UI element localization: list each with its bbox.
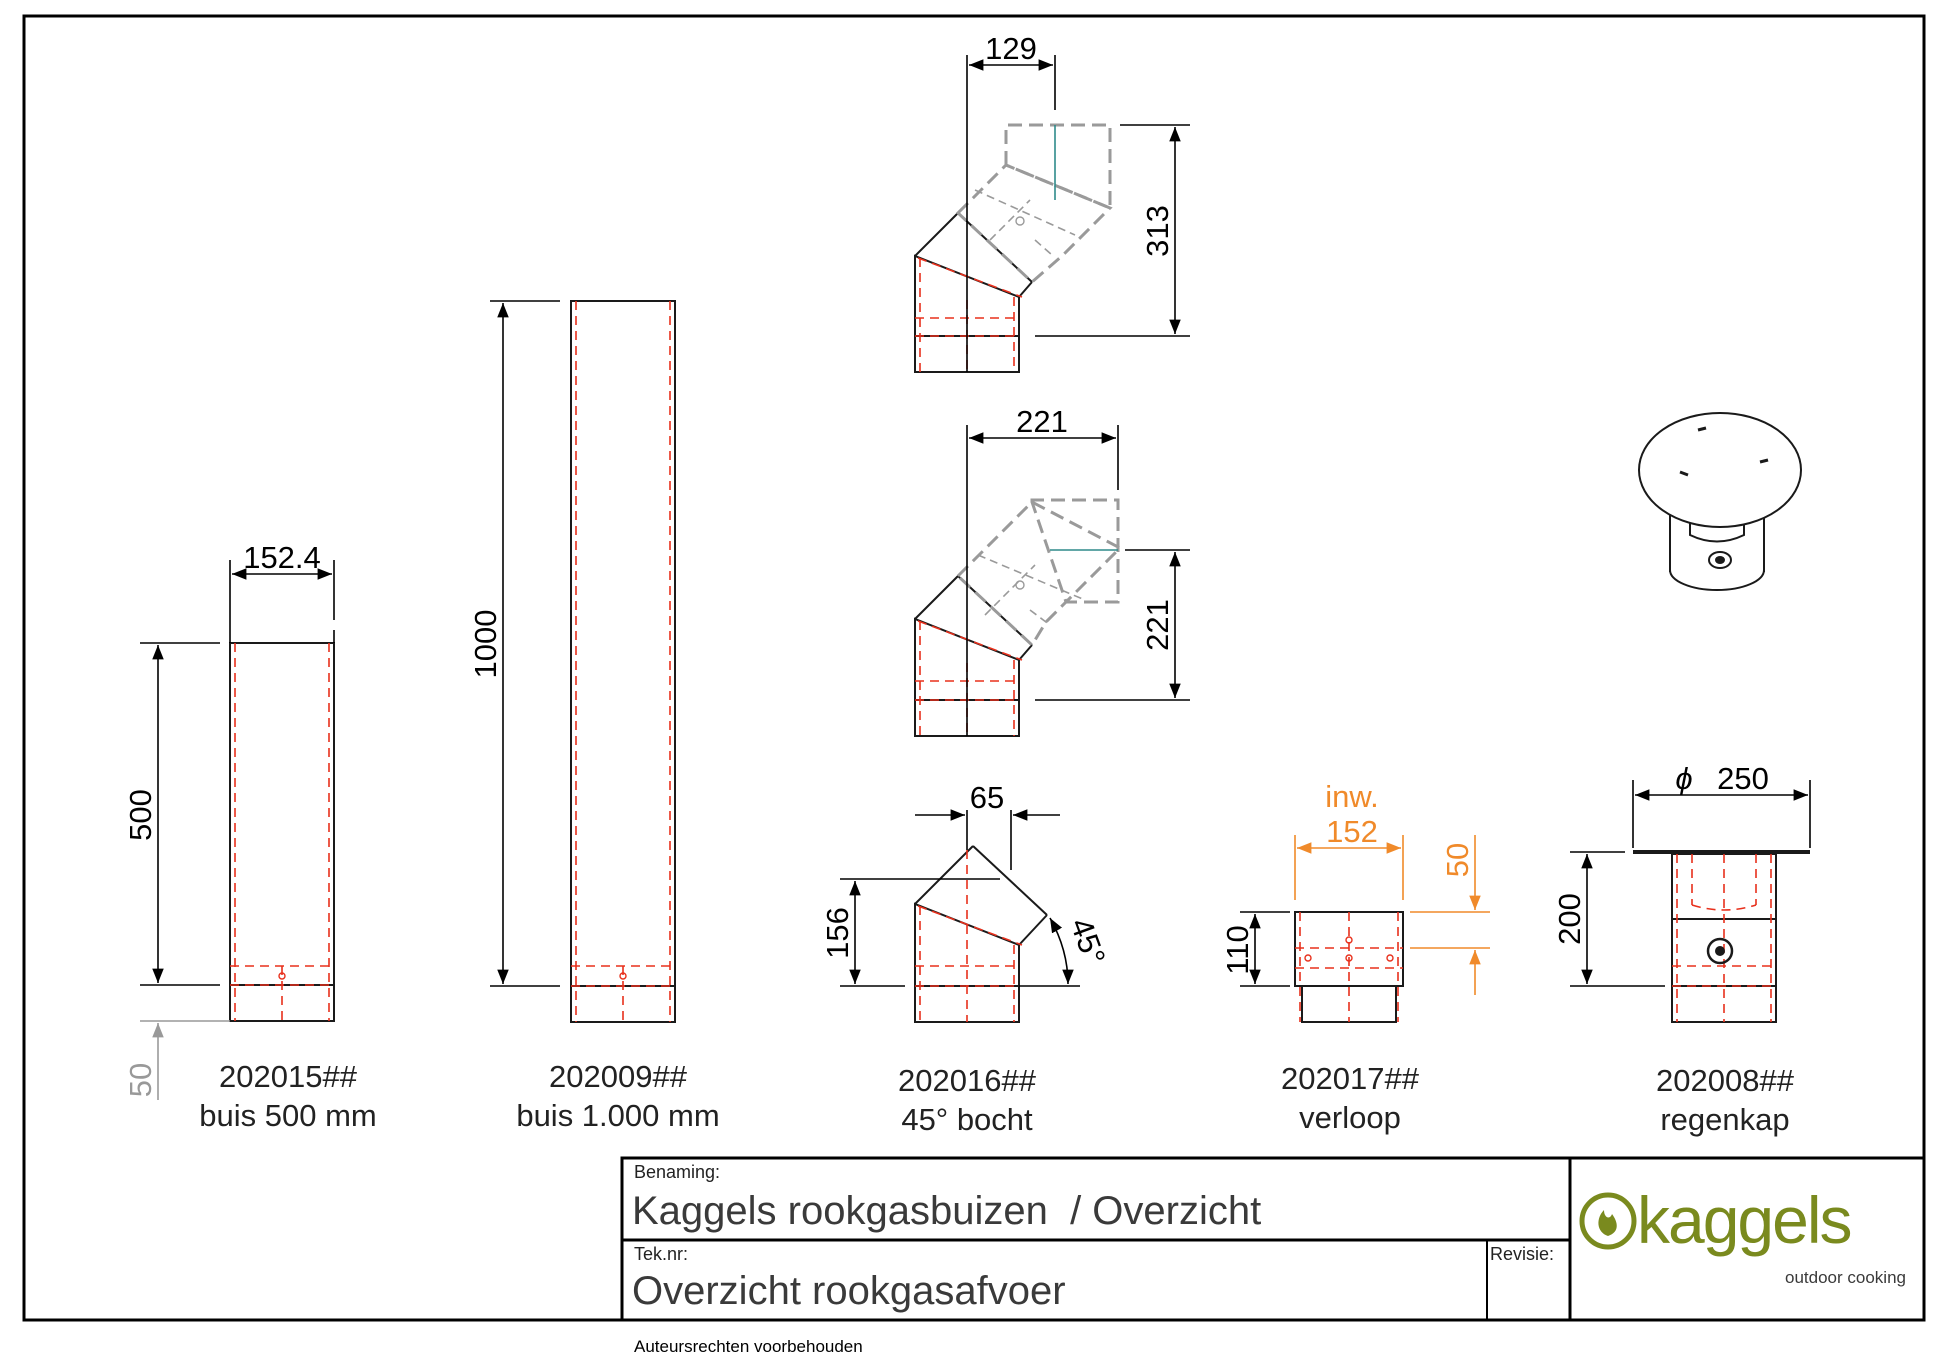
bend-angle-label: 45° — [1063, 913, 1112, 969]
bend-top-height-label: 313 — [1140, 205, 1175, 257]
verloop-height-label: 110 — [1220, 925, 1255, 974]
cap-side-view — [1570, 780, 1811, 1023]
cap-isometric-view — [1638, 412, 1802, 591]
pipe500-width-label: 152.4 — [243, 540, 321, 575]
pipe-500-view — [140, 560, 335, 1100]
part-code-3: 202016## — [898, 1063, 1037, 1098]
part-name-4: verloop — [1299, 1100, 1401, 1135]
kaggels-logo — [1579, 1192, 1637, 1250]
part-name-3: 45° bocht — [901, 1102, 1033, 1137]
cap-diameter-symbol: ϕ — [1675, 761, 1692, 796]
part-code-1: 202015## — [219, 1059, 358, 1094]
teknr-label: Tek.nr: — [634, 1244, 688, 1264]
part-code-4: 202017## — [1281, 1061, 1420, 1096]
flame-icon — [1598, 1210, 1617, 1236]
part-code-5: 202008## — [1656, 1063, 1795, 1098]
pipe500-overlap-label: 50 — [123, 1063, 158, 1097]
benaming-value: Kaggels rookgasbuizen / Overzicht — [632, 1189, 1261, 1233]
bend-mid-height-label: 221 — [1140, 599, 1175, 651]
part-name-5: regenkap — [1660, 1102, 1789, 1137]
verloop-view — [1240, 835, 1490, 1023]
bend-45-view — [840, 809, 1080, 1023]
bend-small-width-label: 65 — [970, 780, 1004, 815]
pipe1000-height-label: 1000 — [468, 610, 503, 679]
part-name-1: buis 500 mm — [199, 1098, 376, 1133]
part-name-2: buis 1.000 mm — [516, 1098, 719, 1133]
title-block — [620, 1156, 1926, 1322]
benaming-label: Benaming: — [634, 1162, 720, 1182]
bend-view-middle — [914, 425, 1190, 737]
teknr-value: Overzicht rookgasafvoer — [632, 1269, 1066, 1313]
copyright-text: Auteursrechten voorbehouden — [634, 1337, 863, 1356]
verloop-inner-value: 152 — [1326, 814, 1378, 849]
cap-height-label: 200 — [1552, 893, 1587, 945]
verloop-overlap-label: 50 — [1440, 843, 1475, 877]
verloop-inner-label: inw. — [1325, 779, 1378, 814]
cap-diameter-label: 250 — [1717, 761, 1769, 796]
pipe500-height-label: 500 — [123, 789, 158, 841]
flame-circle-icon — [1579, 1192, 1637, 1250]
bend-mid-width-label: 221 — [1016, 404, 1068, 439]
revisie-label: Revisie: — [1490, 1244, 1554, 1264]
bend-view-top — [914, 55, 1190, 373]
part-code-2: 202009## — [549, 1059, 688, 1094]
logo-brand: kaggels — [1637, 1183, 1851, 1257]
pipe-1000-view — [490, 300, 676, 1023]
bend-small-height-label: 156 — [820, 907, 855, 959]
bend-top-width-label: 129 — [985, 31, 1037, 66]
logo-tagline: outdoor cooking — [1785, 1268, 1906, 1287]
